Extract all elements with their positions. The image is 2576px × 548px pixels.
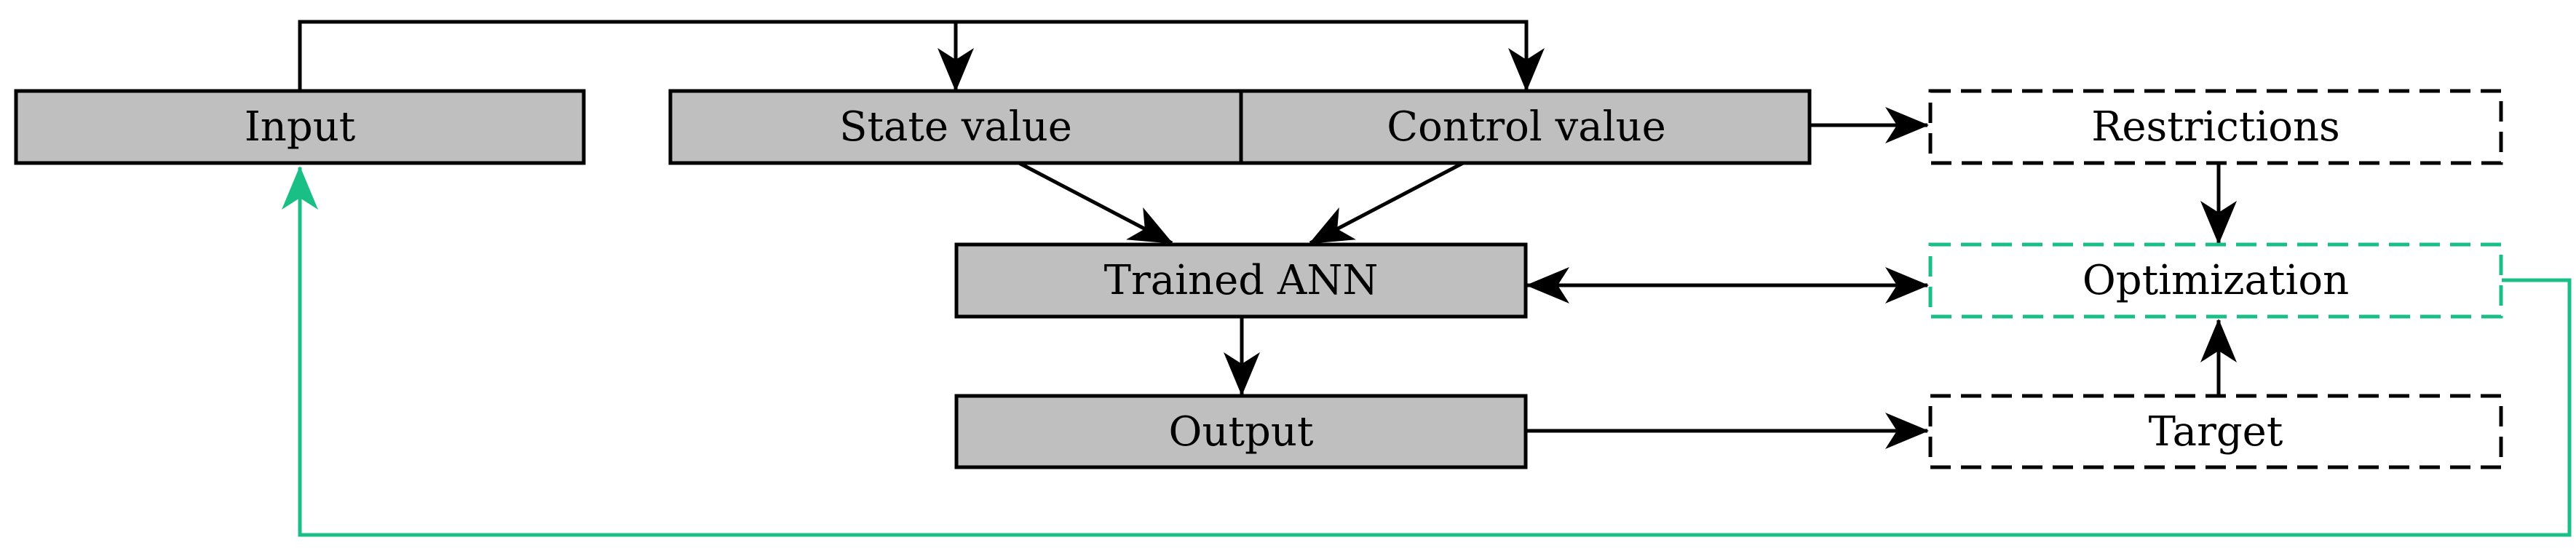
node-restrictions: Restrictions [1928, 89, 2503, 165]
node-input-label: Input [245, 103, 356, 151]
node-control-value: Control value [1239, 89, 1812, 165]
node-trained-ann-label: Trained ANN [1104, 257, 1379, 304]
node-optimization: Optimization [1928, 242, 2503, 319]
edge-state-to-ann [1018, 161, 1173, 245]
node-state-value-label: State value [839, 103, 1072, 151]
edge-optimization-feedback-to-input [282, 166, 2572, 537]
node-restrictions-label: Restrictions [2091, 103, 2340, 151]
node-state-value: State value [668, 89, 1243, 165]
node-input: Input [14, 89, 586, 165]
node-control-value-label: Control value [1387, 103, 1665, 151]
edges [282, 20, 2572, 537]
edge-input-to-control-value [873, 20, 1545, 92]
node-target-label: Target [2149, 408, 2283, 456]
node-output-label: Output [1169, 408, 1314, 456]
edge-input-to-state-value [298, 20, 974, 92]
node-optimization-label: Optimization [2082, 257, 2349, 304]
edge-control-to-ann [1309, 161, 1465, 245]
node-trained-ann: Trained ANN [954, 242, 1528, 319]
node-output: Output [954, 394, 1528, 469]
node-target: Target [1928, 394, 2503, 469]
